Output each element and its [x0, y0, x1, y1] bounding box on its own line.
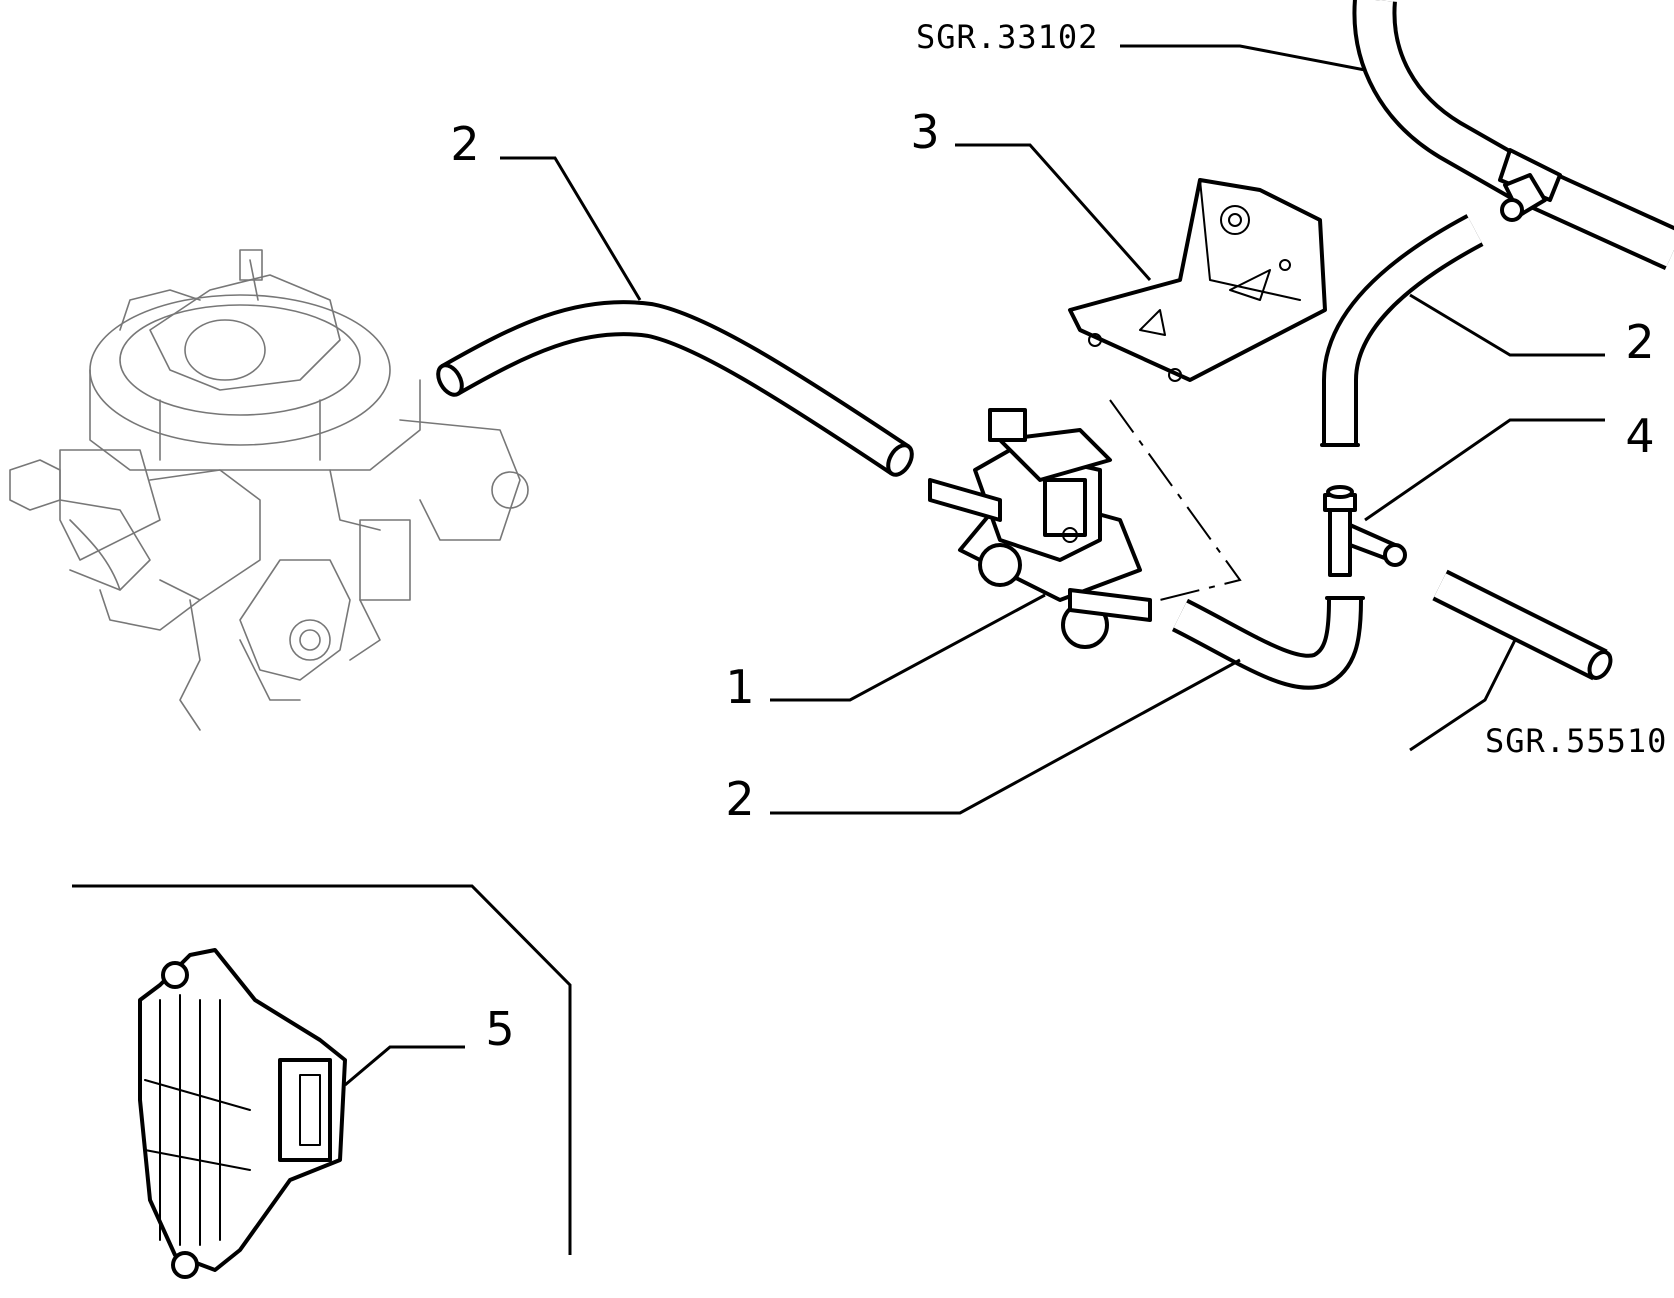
t-connector — [1323, 485, 1407, 577]
callout-2-left: 2 — [450, 117, 479, 171]
throttle-body-drawing — [9, 249, 529, 731]
alignment-line — [1109, 399, 1242, 601]
control-unit — [138, 948, 347, 1279]
hose-bottom — [1171, 596, 1365, 690]
callout-1: 1 — [725, 660, 754, 714]
solenoid-valve — [928, 408, 1152, 649]
callout-5: 5 — [485, 1002, 514, 1056]
reference-sgr-33102: SGR.33102 — [916, 18, 1098, 56]
leader-lines — [72, 44, 1605, 1255]
callout-3: 3 — [910, 105, 939, 159]
callout-2-right: 2 — [1625, 315, 1654, 369]
hose-left — [436, 300, 914, 477]
straight-tube — [1432, 569, 1613, 681]
callout-2-bottom: 2 — [725, 772, 754, 826]
reference-sgr-55510: SGR.55510 — [1485, 722, 1667, 760]
bracket — [1068, 178, 1327, 382]
pipe-upper-right — [1352, 0, 1674, 271]
hose-right — [1320, 214, 1484, 447]
callout-4: 4 — [1625, 409, 1654, 463]
